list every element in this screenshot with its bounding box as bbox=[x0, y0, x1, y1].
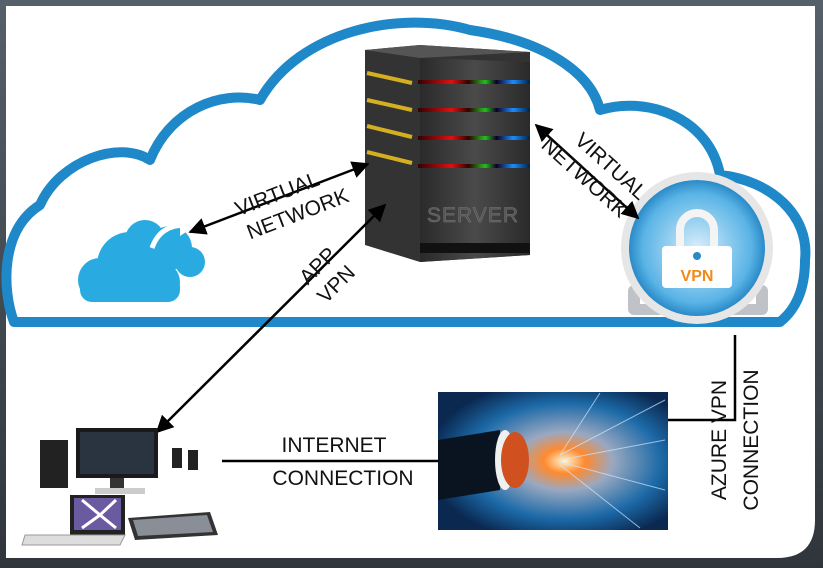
fiber-optic-image bbox=[438, 392, 668, 530]
connection-label: CONNECTION bbox=[272, 467, 413, 490]
vpn-badge-text: VPN bbox=[681, 268, 714, 285]
server-icon: SERVER bbox=[365, 45, 530, 262]
internet-label: INTERNET bbox=[282, 434, 387, 457]
app-vpn-arrow bbox=[155, 203, 387, 434]
server-label: SERVER bbox=[427, 204, 519, 227]
virtual-network-right-arrow bbox=[534, 123, 640, 220]
cloud-outline bbox=[1, 17, 811, 327]
azure-vpn-label: AZURE VPN bbox=[708, 380, 731, 500]
vpn-icon: VPN bbox=[621, 172, 773, 324]
azure-connection-label: CONNECTION bbox=[740, 369, 763, 510]
computers-image bbox=[21, 428, 218, 546]
azure-vpn-connection-line bbox=[668, 335, 737, 422]
